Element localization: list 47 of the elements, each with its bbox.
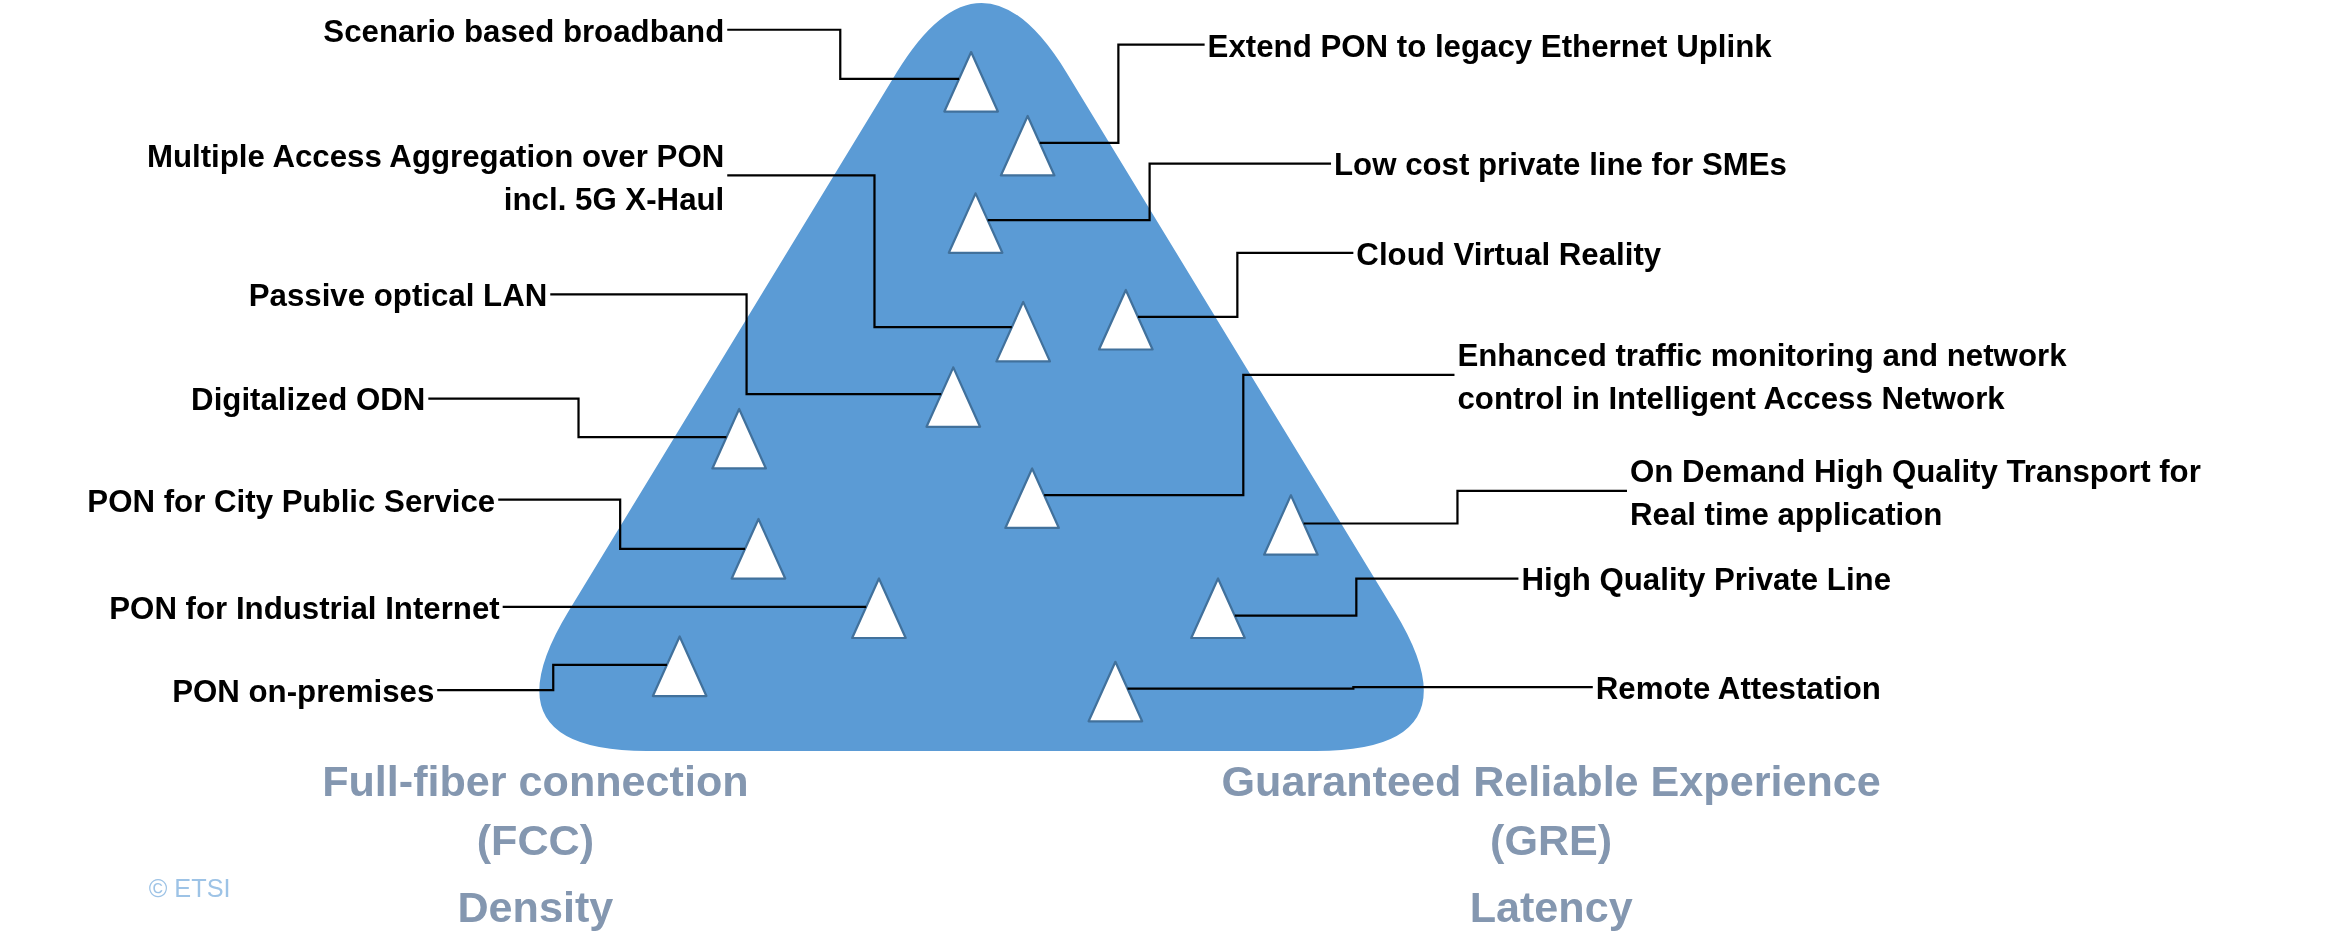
leader-line bbox=[1137, 251, 1354, 318]
callout-label: Passive optical LAN bbox=[248, 273, 548, 317]
leader-line bbox=[1234, 577, 1519, 617]
callout-label: On Demand High Quality Transport for Real time application bbox=[1629, 449, 2255, 536]
triangle-marker bbox=[852, 578, 906, 638]
triangle-marker bbox=[926, 367, 981, 427]
triangle-marker bbox=[948, 193, 1003, 253]
leader-line bbox=[1044, 373, 1455, 497]
triangle-marker bbox=[1191, 578, 1245, 638]
leader-line bbox=[1127, 685, 1593, 690]
triangle-marker bbox=[1005, 468, 1059, 528]
callout-label: PON for Industrial Internet bbox=[109, 585, 500, 630]
triangle-marker bbox=[652, 636, 707, 696]
callout-label: Cloud Virtual Reality bbox=[1356, 232, 1662, 276]
callout-label: PON on-premises bbox=[172, 669, 435, 713]
axis-label: Latency bbox=[1468, 882, 1634, 933]
leader-line bbox=[1303, 489, 1627, 525]
leader-line bbox=[437, 663, 667, 692]
triangle-marker bbox=[1000, 116, 1055, 176]
axis-label: Guaranteed Reliable Experience (GRE) bbox=[1220, 756, 1882, 867]
axis-label: Full-fiber connection (FCC) bbox=[321, 756, 750, 867]
callout-label: Extend PON to legacy Ethernet Uplink bbox=[1207, 23, 2041, 67]
callout-label: Digitalized ODN bbox=[191, 377, 426, 421]
leader-line bbox=[987, 162, 1332, 222]
triangle-marker bbox=[944, 52, 998, 112]
callout-label: High Quality Private Line bbox=[1521, 557, 1892, 601]
leader-line bbox=[502, 605, 867, 608]
leader-line bbox=[727, 174, 1012, 329]
callout-label: Multiple Access Aggregation over PON incl. 5G X-Haul bbox=[99, 133, 725, 221]
leader-line bbox=[550, 293, 942, 396]
triangle-marker bbox=[1099, 290, 1153, 350]
copyright-notice: © ETSI bbox=[148, 873, 231, 905]
callout-label: PON for City Public Service bbox=[87, 478, 496, 522]
callout-label: Scenario based broadband bbox=[323, 8, 725, 53]
leader-line bbox=[428, 397, 727, 439]
axis-label: Density bbox=[456, 882, 615, 933]
triangle-marker bbox=[1088, 661, 1143, 722]
callout-label: Remote Attestation bbox=[1595, 666, 1881, 710]
triangle-marker bbox=[731, 519, 786, 579]
triangle-marker bbox=[712, 409, 766, 469]
leader-line bbox=[727, 28, 960, 80]
triangle-marker bbox=[1264, 495, 1318, 555]
leader-line bbox=[498, 498, 746, 550]
callout-label: Low cost private line for SMEs bbox=[1334, 142, 1787, 186]
triangle-marker bbox=[996, 301, 1050, 362]
leader-line bbox=[1039, 43, 1205, 144]
callout-label: Enhanced traffic monitoring and network control in Intelligent Access Network bbox=[1457, 333, 2157, 420]
